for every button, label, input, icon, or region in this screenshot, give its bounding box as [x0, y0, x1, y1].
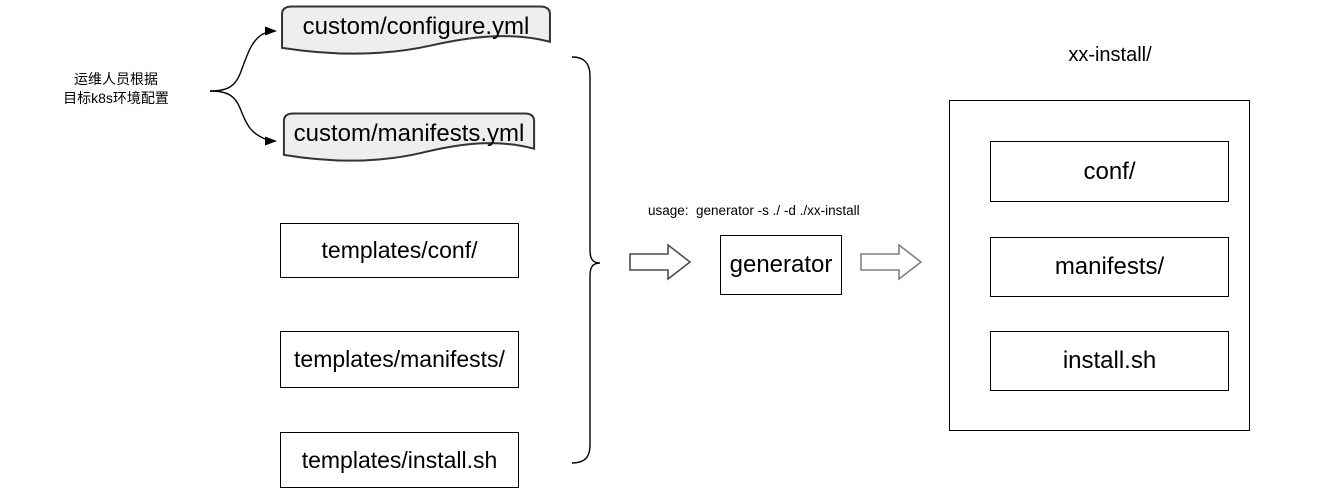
box-output-manifests-label: manifests/: [1054, 253, 1165, 280]
box-output-manifests: manifests/: [990, 237, 1229, 297]
box-templates-manifests-label: templates/manifests/: [294, 346, 505, 372]
branch-connector-top: [209, 32, 266, 92]
ops-annotation-line1: 运维人员根据: [74, 71, 158, 87]
ops-annotation-line2: 目标k8s环境配置: [63, 90, 169, 106]
box-templates-install-label: templates/install.sh: [301, 446, 498, 473]
doc-custom-manifests: custom/manifests.yml: [282, 112, 536, 163]
branch-connector-bottom: [209, 90, 266, 140]
document-shape-icon: [280, 5, 552, 56]
box-output-conf-label: conf/: [1083, 157, 1136, 185]
box-generator-label: generator: [729, 251, 833, 278]
box-generator: generator: [720, 235, 842, 295]
usage-caption: usage: generator -s ./ -d ./xx-install: [648, 203, 860, 218]
doc-custom-configure-label: custom/configure.yml: [302, 12, 530, 40]
flow-arrow-right-icon: [860, 243, 923, 281]
flow-arrow-left-icon: [629, 243, 692, 281]
doc-custom-manifests-label: custom/manifests.yml: [293, 119, 525, 147]
box-templates-manifests: templates/manifests/: [280, 331, 519, 388]
box-output-conf: conf/: [990, 141, 1229, 202]
box-output-install-label: install.sh: [1062, 347, 1157, 374]
arrowhead-top-icon: [265, 26, 277, 36]
box-templates-conf: templates/conf/: [280, 223, 519, 278]
output-dir-title: xx-install/: [1068, 44, 1152, 66]
ops-annotation: 运维人员根据 目标k8s环境配置: [36, 70, 196, 108]
document-shape-icon: [282, 112, 536, 163]
doc-custom-configure: custom/configure.yml: [280, 5, 552, 56]
box-output-install: install.sh: [990, 331, 1229, 391]
box-templates-conf-label: templates/conf/: [321, 237, 478, 263]
box-templates-install: templates/install.sh: [280, 432, 519, 488]
arrowhead-bottom-icon: [265, 136, 277, 146]
curly-brace: [571, 56, 601, 464]
